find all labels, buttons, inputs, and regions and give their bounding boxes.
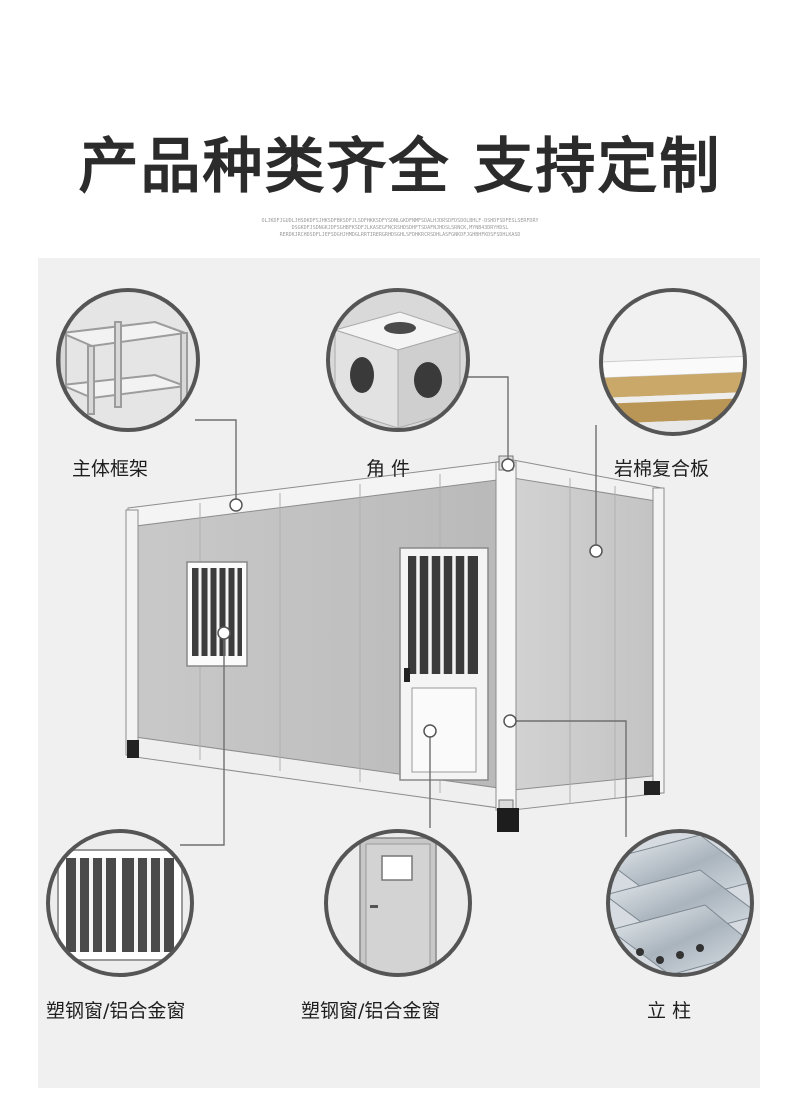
- door: [399, 547, 489, 781]
- container-body: [125, 455, 665, 832]
- label-corner: 角 件: [366, 458, 411, 480]
- subtext-line: OLJKDFJGUDLJHSDKDFSJHKSDFBKSDFJLSDFHKKSD…: [261, 218, 539, 224]
- panel-thumbnail: [599, 288, 747, 436]
- label-frame: 主体框架: [72, 458, 149, 480]
- window-thumbnail: [46, 829, 194, 977]
- label-panel: 岩棉复合板: [614, 458, 710, 480]
- corner-thumbnail: [326, 288, 470, 432]
- label-column: 立 柱: [647, 1000, 692, 1022]
- frame-thumbnail: [56, 288, 200, 432]
- label-window: 塑钢窗/铝合金窗: [46, 1000, 186, 1022]
- leader-lines: [180, 376, 627, 846]
- label-door: 塑钢窗/铝合金窗: [301, 1000, 441, 1022]
- subtext-line: RERDKJRCHDSDFLJEFSDGHJHMDGLRRTIRERGRHDSG…: [279, 232, 521, 238]
- column-thumbnail: [606, 829, 754, 977]
- door-thumbnail: [324, 829, 472, 977]
- side-window: [186, 561, 248, 667]
- subtext-line: DSGKDFJSDNGKJDFSGHBFKSDFJLKASEGFNCRSHDSD…: [291, 225, 509, 231]
- leader-dots: [217, 458, 603, 738]
- headline: 产品种类齐全 支持定制: [78, 132, 722, 202]
